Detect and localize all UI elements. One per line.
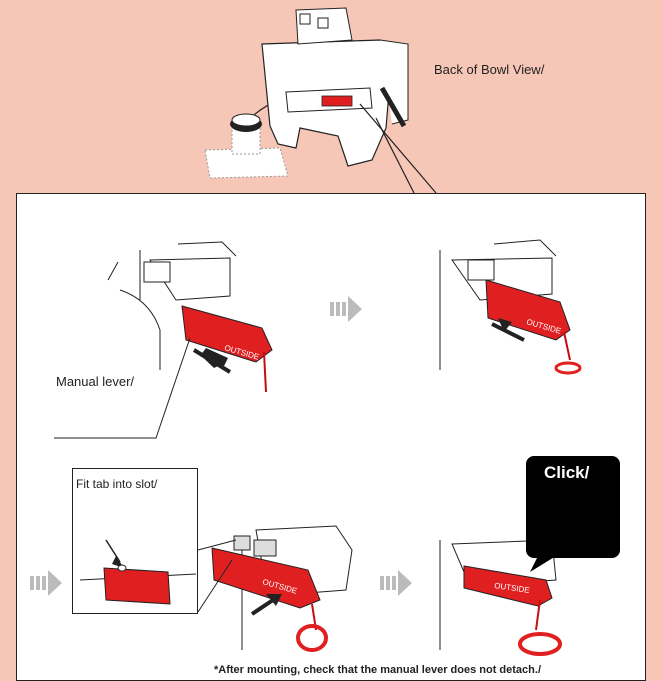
fit-tab-label: Fit tab into slot/	[76, 477, 158, 491]
step-1-illustration: OUTSIDE	[107, 241, 273, 393]
step-3-illustration: OUTSIDE	[197, 525, 353, 652]
after-mounting-note: *After mounting, check that the manual l…	[214, 664, 542, 676]
manual-lever-label: Manual lever/	[56, 374, 135, 389]
click-label: Click/	[544, 463, 590, 482]
arrow-step-3-to-4	[380, 570, 412, 596]
arrow-step-1-to-2	[330, 296, 362, 322]
back-of-bowl-view-label: Back of Bowl View/	[434, 62, 545, 77]
step-2-illustration: OUTSIDE	[439, 239, 582, 375]
arrow-into-step-3	[30, 570, 62, 596]
bowl-back-view-illustration	[204, 7, 437, 194]
click-speech-bubble	[526, 456, 620, 558]
